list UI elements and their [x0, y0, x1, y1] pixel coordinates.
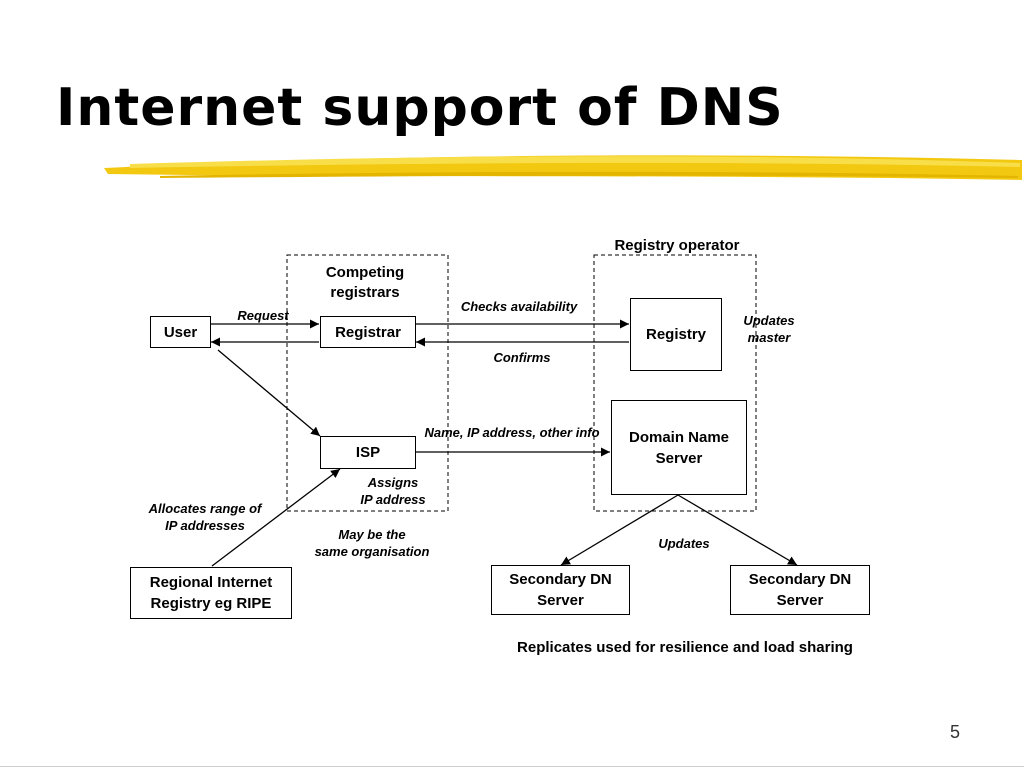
edge-label-name-ip-info: Name, IP address, other info — [424, 425, 600, 440]
page-number: 5 — [949, 722, 960, 742]
node-regional-internet-registry: Regional Internet Registry eg RIPE — [130, 567, 292, 619]
node-secondary-dn-server-1: Secondary DN Server — [491, 565, 630, 615]
group-label-registrars: Competing registrars — [325, 264, 405, 301]
group-label-registry-operator: Registry operator — [614, 237, 740, 254]
edge-label-assigns-ip: Assigns IP address — [360, 475, 426, 507]
title-underline-stroke — [104, 155, 1022, 180]
edge-label-same-organisation: May be the same organisation — [314, 527, 430, 559]
user-to-isp-arrow — [217, 349, 321, 437]
edge-label-allocates-range: Allocates range of IP addresses — [148, 501, 262, 533]
rir-to-isp-arrow — [211, 468, 341, 567]
slide-title: Internet support of DNS — [56, 78, 784, 138]
registrars-group-border — [286, 254, 449, 512]
edge-label-request: Request — [237, 308, 289, 323]
node-user: User — [150, 316, 211, 348]
node-domain-name-server: Domain Name Server — [611, 400, 747, 495]
node-registrar: Registrar — [320, 316, 416, 348]
edge-label-updates: Updates — [658, 536, 710, 551]
node-registry: Registry — [630, 298, 722, 371]
diagram-caption: Replicates used for resilience and load … — [517, 639, 853, 656]
footer-divider — [0, 766, 1024, 767]
edge-label-checks-availability: Checks availability — [460, 299, 578, 314]
edge-label-confirms: Confirms — [493, 350, 551, 365]
registry-operator-group-border — [593, 254, 757, 512]
node-isp: ISP — [320, 436, 416, 469]
edge-label-updates-master: Updates master — [743, 313, 795, 345]
dns-to-secondary-2-arrow — [677, 494, 798, 566]
dns-to-secondary-1-arrow — [560, 494, 679, 566]
node-secondary-dn-server-2: Secondary DN Server — [730, 565, 870, 615]
